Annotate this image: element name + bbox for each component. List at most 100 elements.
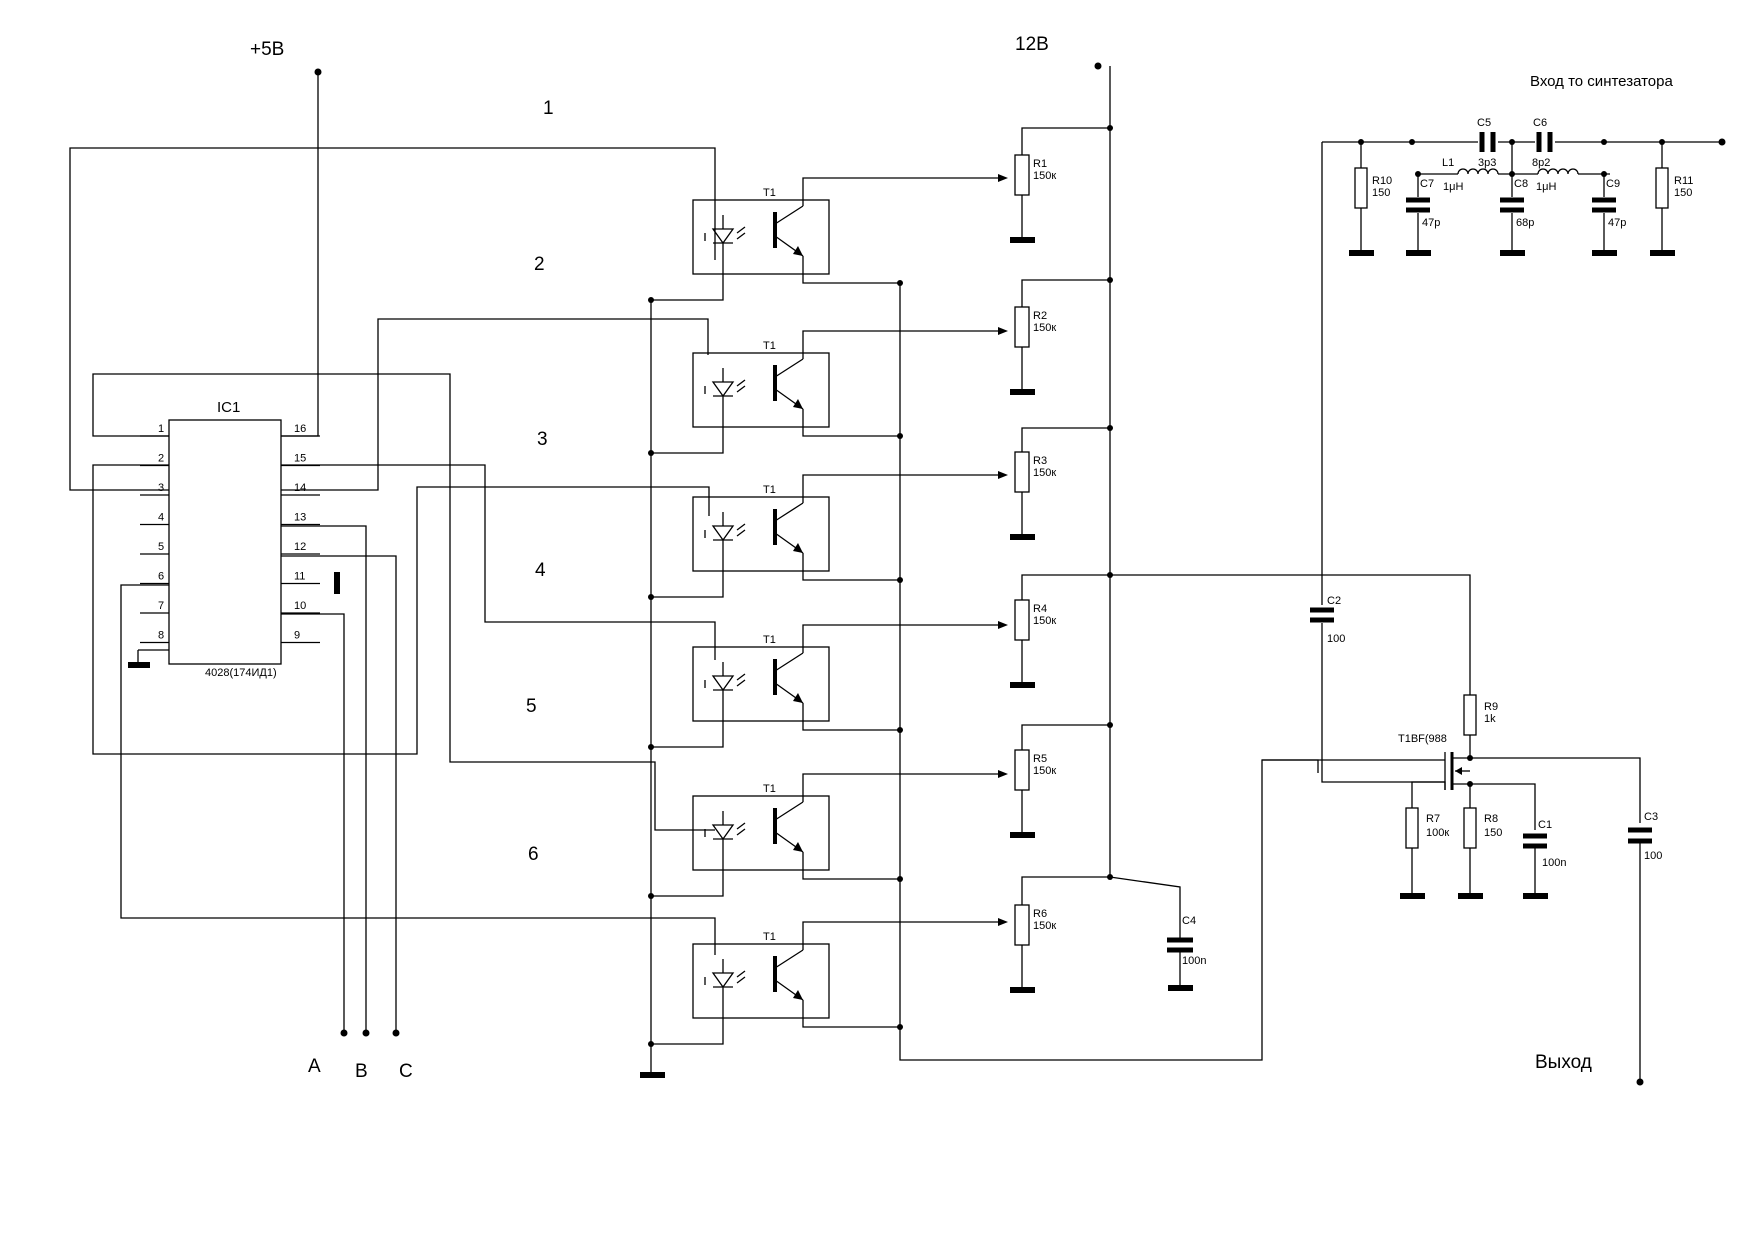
r7-value: 100к <box>1426 827 1449 839</box>
trimmer-ref: R4 <box>1033 603 1047 615</box>
channel-1-label: 1 <box>543 98 554 119</box>
optocoupler-1: T1 <box>648 174 1008 303</box>
c8-capacitor: C8 68p <box>1500 174 1534 256</box>
ic1-pin-number: 15 <box>294 453 306 465</box>
channel-2-label: 2 <box>534 254 545 275</box>
c8-value: 68p <box>1516 217 1534 229</box>
optocoupler-label: T1 <box>763 340 776 352</box>
ic1-part: 4028(174ИД1) <box>205 667 277 679</box>
l2-value: 1μH <box>1536 181 1556 193</box>
trimmer-value: 150к <box>1033 765 1056 777</box>
ic1-pin-number: 12 <box>294 541 306 553</box>
plus12v-label: 12В <box>1015 34 1049 55</box>
optocoupler-label: T1 <box>763 783 776 795</box>
optocoupler-label: T1 <box>763 187 776 199</box>
fet-label: T1BF(988 <box>1398 733 1447 745</box>
trimmer-ref: R2 <box>1033 310 1047 322</box>
ic1-name: IC1 <box>217 399 240 416</box>
ic1-pin-number: 6 <box>158 571 164 583</box>
ic1-pin-number: 10 <box>294 600 306 612</box>
r9-ref: R9 <box>1484 701 1498 713</box>
ic1-pin-number: 13 <box>294 512 306 524</box>
ic1-ground <box>128 662 150 668</box>
optocoupler-label: T1 <box>763 634 776 646</box>
c5-ref: C5 <box>1477 117 1491 129</box>
r11-ref: R11 <box>1674 175 1693 187</box>
r8-ref: R8 <box>1484 813 1498 825</box>
c8-ref: C8 <box>1514 178 1528 190</box>
l1-value: 1μH <box>1443 181 1463 193</box>
plus12v-terminal <box>1094 62 1102 70</box>
input-c-label: C <box>399 1061 413 1082</box>
trimmer-ref: R3 <box>1033 455 1047 467</box>
c4-capacitor: C4 100n <box>1167 915 1206 991</box>
optocoupler-3: T1 <box>648 471 1008 600</box>
trimmer-value: 150к <box>1033 170 1056 182</box>
input-a-label: A <box>308 1056 321 1077</box>
cathode-bus-ground <box>640 1072 665 1078</box>
r7-ref: R7 <box>1426 813 1440 825</box>
optocoupler-4: T1 <box>648 621 1008 750</box>
trimmer-value: 150к <box>1033 615 1056 627</box>
c7-ref: C7 <box>1420 178 1434 190</box>
synth-input-title: Вход то синтезатора <box>1530 73 1673 90</box>
c1-value: 100n <box>1542 857 1566 869</box>
c6-ref: C6 <box>1533 117 1547 129</box>
c9-capacitor: C9 47p <box>1592 174 1626 256</box>
plus5v-label: +5В <box>250 39 284 60</box>
input-b-label: B <box>355 1061 368 1082</box>
c7-value: 47p <box>1422 217 1440 229</box>
ic1-pin-number: 1 <box>158 423 164 435</box>
ic1-pin-number: 4 <box>158 512 164 524</box>
ic1-pin-number: 16 <box>294 423 306 435</box>
c3-value: 100 <box>1644 850 1662 862</box>
optocoupler-5: T1 <box>648 770 1008 899</box>
r11-value: 150 <box>1674 187 1692 199</box>
ic1-pin-number: 5 <box>158 541 164 553</box>
c5-value: 3p3 <box>1478 157 1496 169</box>
c4-value: 100n <box>1182 955 1206 967</box>
channel-4-label: 4 <box>535 560 546 581</box>
trimmer-value: 150к <box>1033 920 1056 932</box>
optocoupler-label: T1 <box>763 931 776 943</box>
c2-value: 100 <box>1327 633 1345 645</box>
channel-6-label: 6 <box>528 844 539 865</box>
trimmer-value: 150к <box>1033 467 1056 479</box>
ic1-pin-number: 2 <box>158 453 164 465</box>
channel-5-label: 5 <box>526 696 537 717</box>
r8-value: 150 <box>1484 827 1502 839</box>
trimmer-ref: R6 <box>1033 908 1047 920</box>
r10-value: 150 <box>1372 187 1390 199</box>
ic1-pin-number: 3 <box>158 482 164 494</box>
trimmer-ref: R5 <box>1033 753 1047 765</box>
c9-ref: C9 <box>1606 178 1620 190</box>
ic1-pin-number: 7 <box>158 600 164 612</box>
trimmer-value: 150к <box>1033 322 1056 334</box>
optocoupler-label: T1 <box>763 484 776 496</box>
trimmer-ref: R1 <box>1033 158 1047 170</box>
c9-value: 47p <box>1608 217 1626 229</box>
r9-value: 1k <box>1484 713 1496 725</box>
channel-3-label: 3 <box>537 429 548 450</box>
r10-ref: R10 <box>1372 175 1392 187</box>
ic1-pin11-ground <box>334 572 340 594</box>
c3-ref: C3 <box>1644 811 1658 823</box>
optocoupler-6: T1 <box>648 918 1008 1047</box>
c1-ref: C1 <box>1538 819 1552 831</box>
ic1-pin-number: 9 <box>294 630 300 642</box>
ic1-pin-number: 14 <box>294 482 306 494</box>
c7-capacitor: C7 47p <box>1406 174 1440 256</box>
ic1-pin-number: 8 <box>158 630 164 642</box>
output-label: Выход <box>1535 1052 1592 1073</box>
optocoupler-2: T1 <box>648 327 1008 456</box>
l1-ref: L1 <box>1442 157 1454 169</box>
c6-value: 8p2 <box>1532 157 1550 169</box>
